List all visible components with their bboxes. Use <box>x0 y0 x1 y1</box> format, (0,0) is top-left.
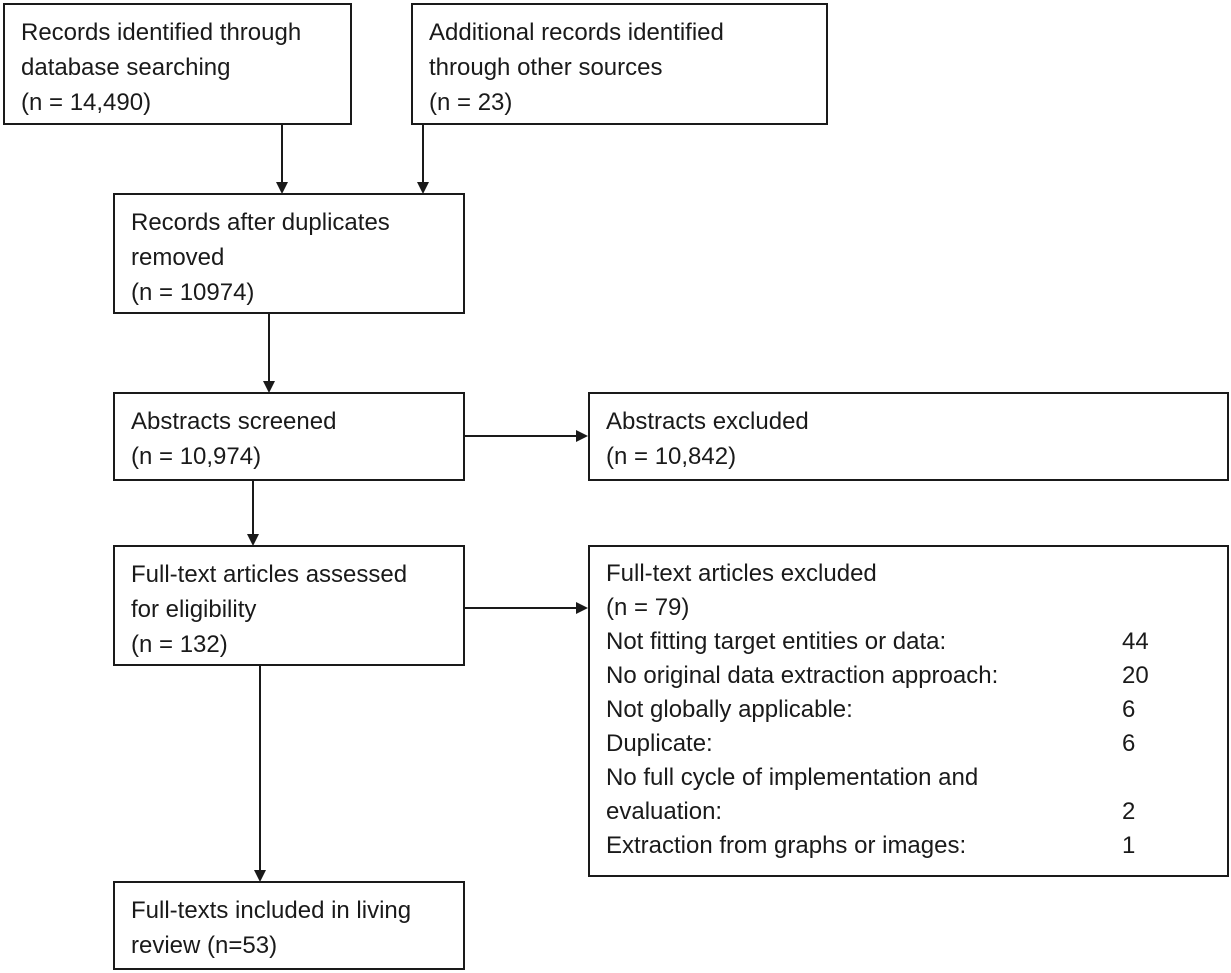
exclusion-reason-label: Not globally applicable: <box>606 696 853 723</box>
box-fulltexts-included: Full-texts included in living review (n=… <box>113 881 465 970</box>
box-fulltext-assessed: Full-text articles assessed for eligibil… <box>113 545 465 666</box>
exclusion-reason-row: Not fitting target entities or data: 44 <box>606 625 1213 659</box>
box-identified-other-sources: Additional records identified through ot… <box>411 3 828 125</box>
box-abstracts-excluded: Abstracts excluded (n = 10,842) <box>588 392 1229 481</box>
box-identified-database: Records identified through database sear… <box>3 3 352 125</box>
exclusion-reason-count: 2 <box>1122 798 1136 825</box>
exclusion-reason-row: evaluation: 2 <box>606 795 1213 829</box>
exclusion-reason-row: Duplicate: 6 <box>606 727 1213 761</box>
exclusion-reason-row: Not globally applicable: 6 <box>606 693 1213 727</box>
fulltext-assessed-line-2: for eligibility <box>131 596 257 623</box>
after-duplicates-count: (n = 10974) <box>131 279 255 306</box>
exclusion-reason-row: No full cycle of implementation and <box>606 761 1213 795</box>
exclusion-reason-label: Not fitting target entities or data: <box>606 628 947 655</box>
after-duplicates-line-1: Records after duplicates <box>131 209 390 236</box>
fulltext-excluded-total: (n = 79) <box>606 594 690 621</box>
fulltext-excluded-title: Full-text articles excluded <box>606 560 877 587</box>
box-records-after-duplicates: Records after duplicates removed (n = 10… <box>113 193 465 314</box>
exclusion-reason-count: 44 <box>1122 628 1149 655</box>
exclusion-reason-count: 6 <box>1122 696 1136 723</box>
fulltext-assessed-count: (n = 132) <box>131 631 228 658</box>
identified-other-line-1: Additional records identified <box>429 19 724 46</box>
exclusion-reason-count: 6 <box>1122 730 1136 757</box>
box-fulltext-excluded: Full-text articles excluded (n = 79) Not… <box>588 545 1229 877</box>
exclusion-reason-label: Extraction from graphs or images: <box>606 832 967 859</box>
screened-count: (n = 10,974) <box>131 443 262 470</box>
identified-db-line-2: database searching <box>21 54 231 81</box>
exclusion-reason-row: Extraction from graphs or images: 1 <box>606 829 1213 863</box>
abstracts-excluded-line-1: Abstracts excluded <box>606 408 809 435</box>
fulltext-assessed-line-1: Full-text articles assessed <box>131 561 408 588</box>
exclusion-reason-label: Duplicate: <box>606 730 713 757</box>
after-duplicates-line-2: removed <box>131 244 225 271</box>
exclusion-reason-count: 20 <box>1122 662 1149 689</box>
exclusion-reason-row: No original data extraction approach: 20 <box>606 659 1213 693</box>
identified-other-line-2: through other sources <box>429 54 663 81</box>
included-line-2: review (n=53) <box>131 932 278 959</box>
identified-db-line-1: Records identified through <box>21 19 302 46</box>
exclusion-reason-count: 1 <box>1122 832 1136 859</box>
exclusion-reason-label: No original data extraction approach: <box>606 662 999 689</box>
exclusion-reason-label: evaluation: <box>606 798 723 825</box>
screened-line-1: Abstracts screened <box>131 408 337 435</box>
identified-other-count: (n = 23) <box>429 89 513 116</box>
exclusion-reason-label: No full cycle of implementation and <box>606 764 979 791</box>
included-line-1: Full-texts included in living <box>131 897 412 924</box>
box-abstracts-screened: Abstracts screened (n = 10,974) <box>113 392 465 481</box>
identified-db-count: (n = 14,490) <box>21 89 152 116</box>
abstracts-excluded-count: (n = 10,842) <box>606 443 737 470</box>
